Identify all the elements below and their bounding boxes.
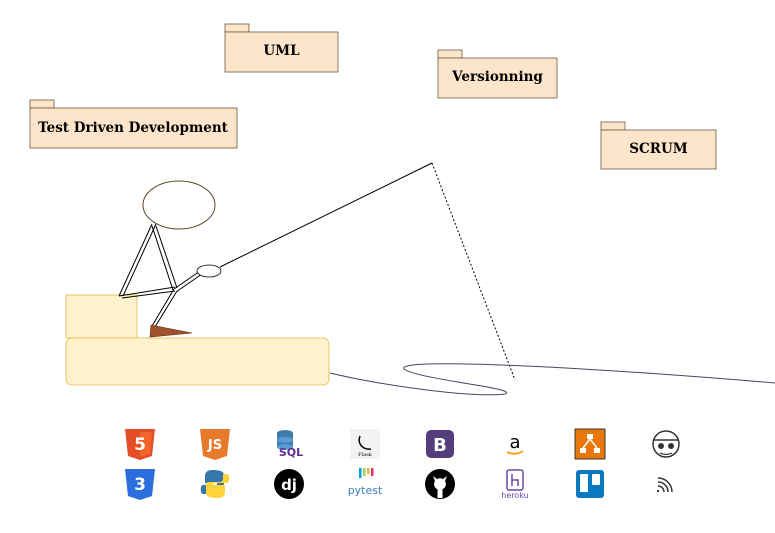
package-versionning-label: Versionning: [451, 69, 543, 85]
sql-database-icon: SQL: [277, 430, 303, 459]
svg-text:3: 3: [134, 475, 146, 495]
svg-text:a: a: [509, 432, 520, 453]
package-versionning: Versionning: [437, 49, 558, 99]
github-icon: [425, 469, 455, 499]
package-tdd-label: Test Driven Development: [38, 120, 229, 136]
package-uml-label: UML: [263, 43, 300, 59]
svg-text:JS: JS: [207, 438, 222, 453]
svg-text:5: 5: [134, 435, 146, 455]
django-icon: dj: [274, 469, 304, 499]
figure-hand: [196, 264, 222, 278]
uml-tool-icon: [574, 428, 606, 460]
flask-icon: Flask: [350, 429, 380, 459]
python-icon: [200, 470, 230, 498]
svg-text:B: B: [433, 435, 447, 456]
package-uml: UML: [224, 23, 339, 73]
fishing-rod: [219, 162, 433, 268]
amazon-icon: a: [506, 432, 524, 455]
html5-icon: 5: [125, 429, 155, 460]
pytest-icon: pytest: [348, 468, 383, 497]
package-scrum: SCRUM: [600, 121, 717, 170]
package-scrum-label: SCRUM: [629, 141, 687, 157]
svg-text:pytest: pytest: [348, 484, 383, 497]
mascot-icon: [652, 430, 680, 458]
water-line: [329, 363, 775, 396]
fishing-line: [431, 162, 516, 381]
package-tdd: Test Driven Development: [29, 99, 238, 149]
trello-icon: [576, 470, 604, 498]
javascript-icon: JS: [200, 429, 230, 460]
dock-platform: [65, 337, 330, 386]
stick-figure: [118, 180, 222, 338]
svg-text:SQL: SQL: [279, 446, 303, 459]
svg-text:Flask: Flask: [358, 452, 373, 458]
figure-foot: [149, 324, 193, 338]
heroku-icon: heroku: [501, 469, 529, 500]
dock-seat: [65, 294, 138, 339]
svg-text:dj: dj: [281, 476, 297, 494]
rss-icon: [657, 477, 673, 493]
svg-text:heroku: heroku: [501, 491, 528, 500]
bootstrap-icon: B: [426, 430, 454, 458]
css3-icon: 3: [125, 469, 155, 500]
figure-head: [142, 180, 216, 230]
